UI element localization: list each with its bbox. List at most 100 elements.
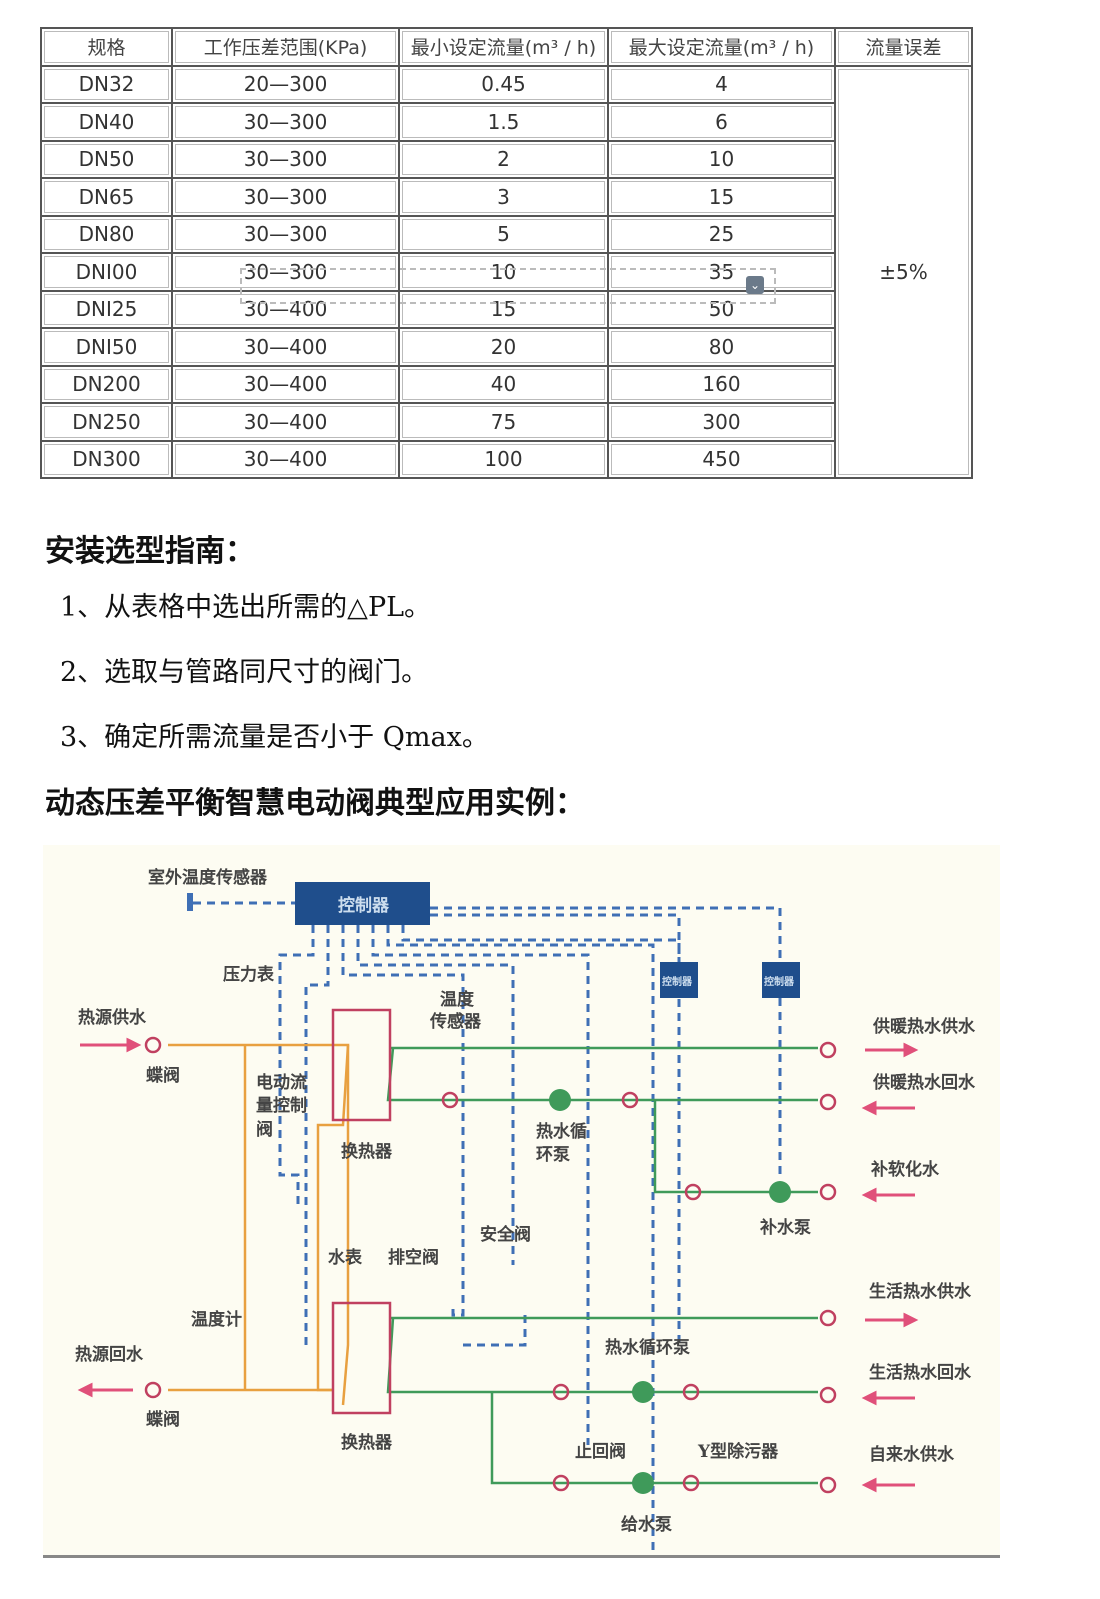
table-cell: 20 (398, 327, 609, 367)
label-butterfly-valve: 蝶阀 (146, 1065, 180, 1086)
signal-lines (193, 901, 782, 1599)
table-cell: DN32 (40, 64, 173, 104)
label-heat-exchanger: 换热器 (341, 1432, 393, 1453)
label-y-strainer: Y型除污器 (697, 1441, 779, 1462)
label-thermometer: 温度计 (191, 1309, 242, 1330)
table-cell: DNI50 (40, 327, 173, 367)
table-cell: 6 (607, 102, 836, 142)
application-diagram: 控制器 控制器 控制器 (43, 845, 1000, 1599)
table-cell: 100 (398, 439, 609, 479)
secondary-pipes (386, 1046, 818, 1485)
table-cell: 15 (398, 289, 609, 329)
label-circ-pump: 热水循 (536, 1121, 587, 1142)
header-min-flow: 最小设定流量(m³ / h) (398, 27, 609, 67)
table-cell: DN200 (40, 364, 173, 404)
heat-exchanger-2 (331, 1301, 392, 1415)
label-heating-supply: 供暖热水供水 (872, 1016, 976, 1037)
table-cell: 160 (607, 364, 836, 404)
label-flow-valve: 阀 (256, 1119, 273, 1140)
header-pressure: 工作压差范围(KPa) (171, 27, 400, 67)
table-cell: 40 (398, 364, 609, 404)
table-cell: 25 (607, 214, 836, 254)
table-cell: DN80 (40, 214, 173, 254)
label-circ-pump: 环泵 (536, 1145, 570, 1165)
table-cell: 30—400 (171, 364, 400, 404)
table-cell: 30—400 (171, 402, 400, 442)
table-cell: 80 (607, 327, 836, 367)
label-pressure-gauge: 压力表 (223, 964, 275, 985)
label-check-valve: 止回阀 (575, 1441, 626, 1462)
heat-exchanger-1 (331, 1008, 392, 1122)
label-makeup-pump: 补水泵 (759, 1217, 811, 1238)
dropdown-icon[interactable]: ⌄ (746, 276, 764, 294)
table-cell: 5 (398, 214, 609, 254)
label-flow-valve: 量控制 (256, 1095, 307, 1116)
controller-small-1 (660, 962, 698, 998)
table-cell: 50 (607, 289, 836, 329)
label-water-meter: 水表 (328, 1247, 363, 1268)
label-tap-water: 自来水供水 (869, 1444, 955, 1465)
header-error: 流量误差 (834, 27, 973, 67)
table-cell: 15 (607, 177, 836, 217)
table-cell: DN40 (40, 102, 173, 142)
controller-box (295, 882, 430, 925)
label-outdoor-sensor: 室外温度传感器 (148, 867, 268, 888)
table-cell: DN250 (40, 402, 173, 442)
label-heat-source-return: 热源回水 (75, 1344, 144, 1365)
table-cell: 3 (398, 177, 609, 217)
flow-arrows (77, 1037, 919, 1493)
pump-icons (549, 1089, 791, 1494)
label-domestic-supply: 生活热水供水 (869, 1281, 972, 1302)
header-spec: 规格 (40, 27, 173, 67)
table-cell: 450 (607, 439, 836, 479)
label-heat-exchanger: 换热器 (341, 1141, 393, 1162)
controller-small-2 (762, 962, 800, 998)
label-temp-sensor: 传感器 (429, 1011, 482, 1032)
table-cell: DNI00 (40, 252, 173, 292)
table-cell: 30—300 (171, 252, 400, 292)
label-drain-valve: 排空阀 (388, 1247, 439, 1268)
table-cell: DN300 (40, 439, 173, 479)
label-flow-valve: 电动流 (256, 1072, 307, 1093)
guide-title: 安装选型指南： (45, 534, 255, 569)
label-softened-water: 补软化水 (870, 1159, 940, 1180)
table-cell: DN65 (40, 177, 173, 217)
table-cell: 10 (398, 252, 609, 292)
table-cell: 30—400 (171, 439, 400, 479)
controller-label: 控制器 (338, 895, 390, 916)
table-cell: 20—300 (171, 64, 400, 104)
controller-small-label: 控制器 (764, 975, 795, 988)
table-cell: DN50 (40, 139, 173, 179)
guide-step: 3、确定所需流量是否小于 Qmax。 (60, 722, 489, 753)
table-cell: 1.5 (398, 102, 609, 142)
label-domestic-return: 生活热水回水 (869, 1362, 972, 1383)
label-heating-return: 供暖热水回水 (872, 1072, 976, 1093)
heat-source-pipes (168, 1043, 350, 1406)
outdoor-sensor-icon (187, 893, 193, 911)
table-cell: 30—400 (171, 327, 400, 367)
guide-step: 2、选取与管路同尺寸的阀门。 (60, 657, 429, 688)
table-cell: 0.45 (398, 64, 609, 104)
table-cell: 10 (607, 139, 836, 179)
header-max-flow: 最大设定流量(m³ / h) (607, 27, 836, 67)
table-cell: 30—300 (171, 177, 400, 217)
flow-error-cell: ±5% (834, 64, 973, 479)
guide-step: 1、从表格中选出所需的△PL。 (60, 592, 432, 623)
table-cell: 75 (398, 402, 609, 442)
spec-table: 规格 工作压差范围(KPa) 最小设定流量(m³ / h) 最大设定流量(m³ … (40, 27, 973, 479)
label-circ-pump: 热水循环泵 (605, 1337, 690, 1358)
table-cell: 4 (607, 64, 836, 104)
table-cell: 2 (398, 139, 609, 179)
label-butterfly-valve: 蝶阀 (146, 1409, 180, 1430)
label-temp-sensor: 温度 (440, 989, 475, 1010)
